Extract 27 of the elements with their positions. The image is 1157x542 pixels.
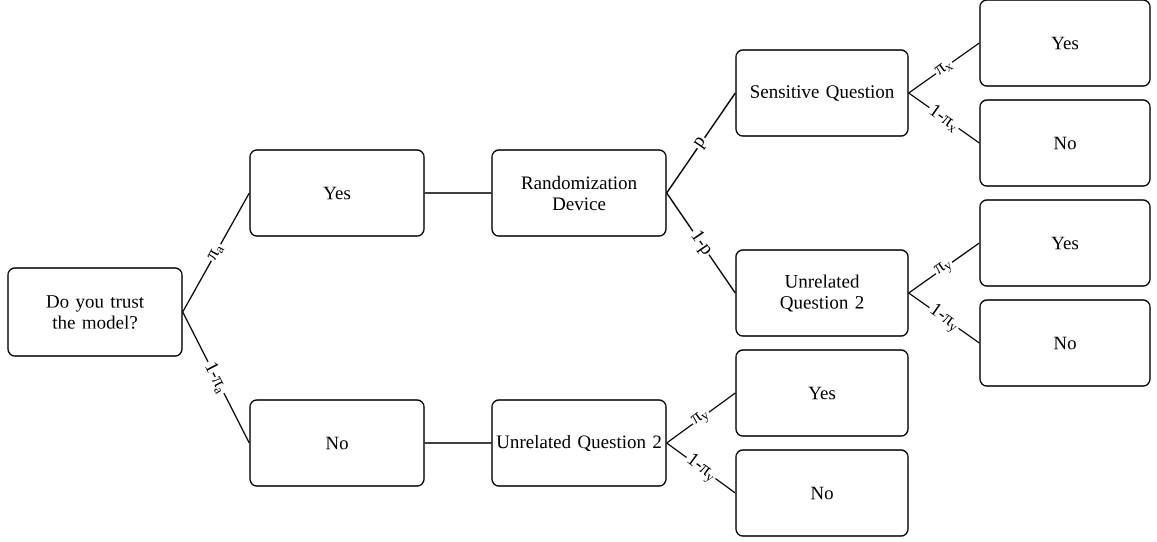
connector-line — [182, 192, 250, 313]
question-box: Unrelated Question 2 — [735, 249, 909, 337]
question-box: Sensitive Question — [735, 49, 909, 137]
edge-label: 1-π$_{y}$ — [923, 299, 965, 337]
edge-label: 1-π$_{x}$ — [924, 100, 964, 136]
answer-box: Yes — [979, 199, 1151, 287]
decision-box: Do you trust the model? — [7, 267, 183, 357]
answer-box: No — [735, 449, 909, 537]
question-box: Randomization Device — [491, 149, 667, 237]
answer-box: No — [979, 99, 1151, 187]
answer-box: No — [979, 299, 1151, 387]
connector-line — [666, 92, 736, 194]
edge-label: 1-π$_{a}$ — [199, 357, 233, 398]
answer-box: Yes — [249, 149, 425, 237]
edge-label: 1-π$_{y}$ — [680, 449, 722, 487]
connector-line — [424, 442, 492, 444]
answer-box: Yes — [979, 0, 1151, 87]
edge-label: π$_{y}$ — [931, 255, 958, 281]
edge-label: π$_{x}$ — [931, 56, 957, 80]
edge-label: p — [690, 133, 712, 153]
edge-label: π$_{a}$ — [205, 240, 227, 265]
answer-box: Yes — [735, 349, 909, 437]
edge-label: π$_{y}$ — [687, 405, 715, 431]
connector-line — [424, 192, 492, 194]
answer-box: No — [249, 399, 425, 487]
edge-label: 1-p — [684, 225, 718, 261]
question-box: Unrelated Question 2 — [491, 399, 667, 487]
